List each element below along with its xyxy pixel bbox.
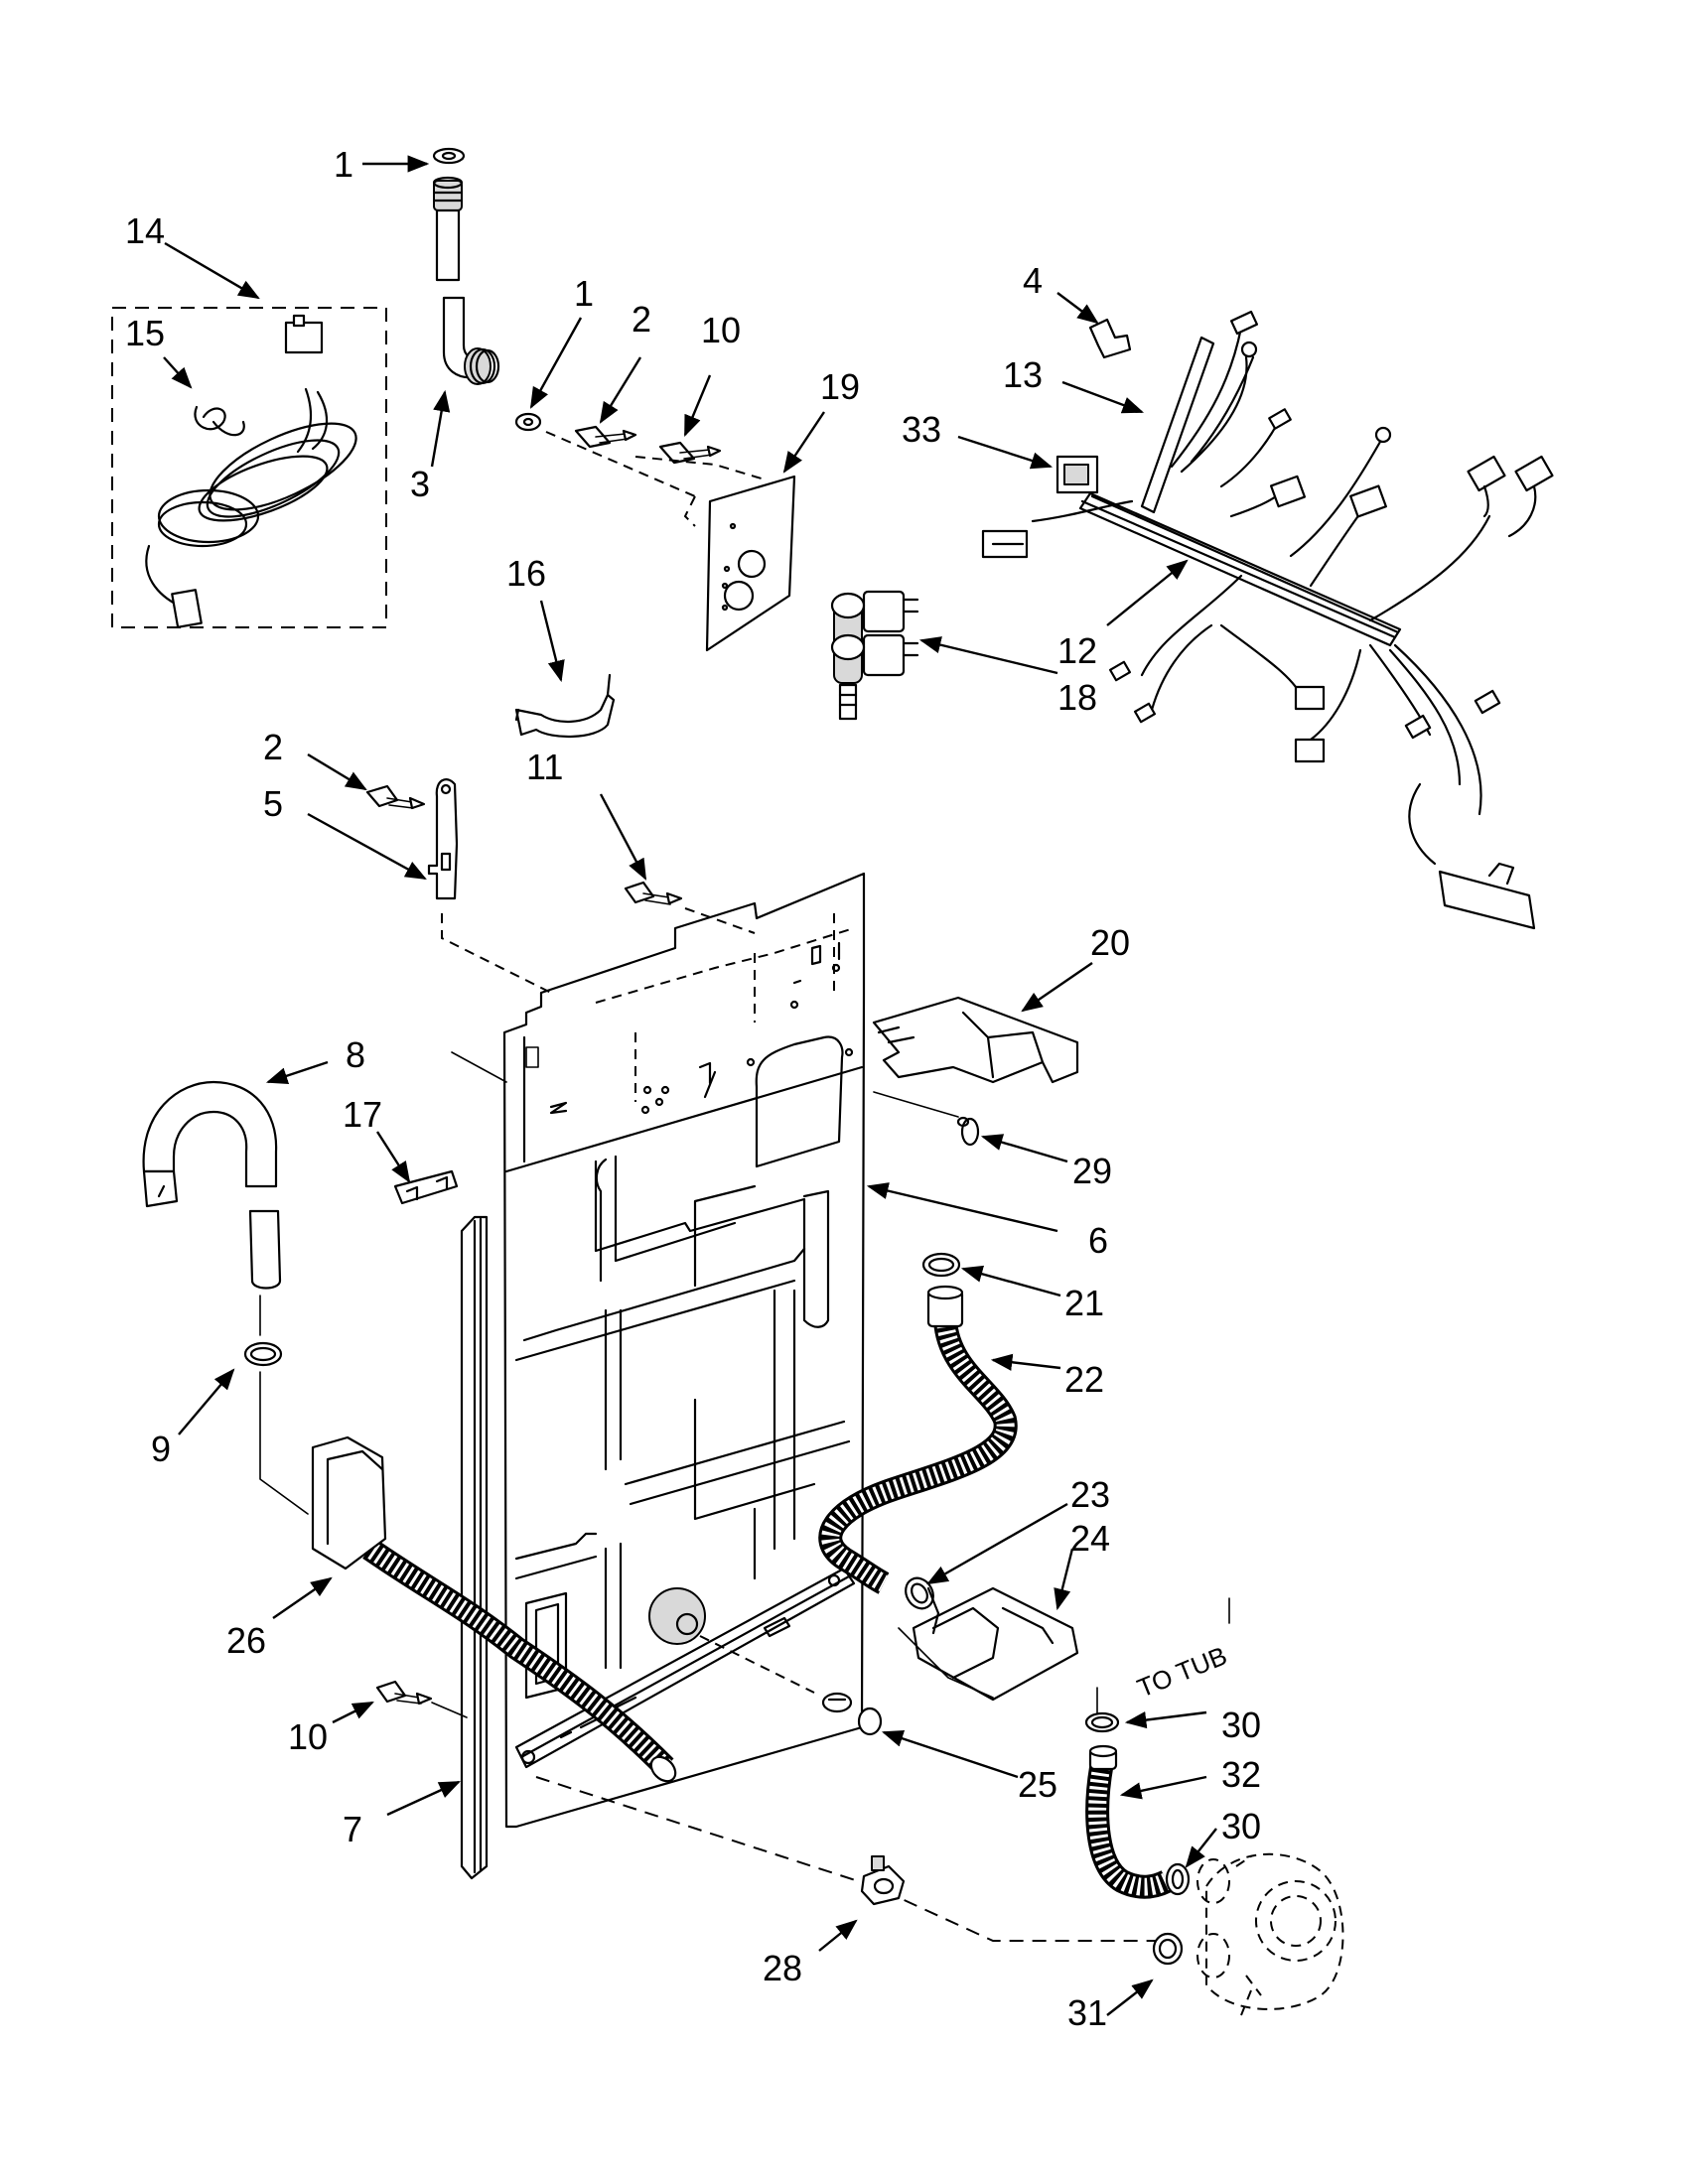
callout-arrows bbox=[163, 155, 1217, 2016]
callout-13: 13 bbox=[1003, 354, 1043, 395]
callout-25: 25 bbox=[1018, 1764, 1057, 1805]
callout-4: 4 bbox=[1023, 260, 1043, 301]
callout-20: 20 bbox=[1090, 922, 1130, 963]
hose-32 bbox=[1085, 1744, 1173, 1899]
bracket-19 bbox=[705, 475, 796, 652]
callout-10-top: 10 bbox=[701, 310, 741, 350]
callout-labels: 1 14 15 3 1 2 10 19 16 18 4 13 33 12 11 … bbox=[125, 144, 1261, 2033]
screw-2-left bbox=[365, 784, 426, 810]
bracket-5 bbox=[427, 778, 552, 994]
power-cord-kit bbox=[111, 307, 387, 628]
callout-8: 8 bbox=[346, 1034, 365, 1075]
callout-16: 16 bbox=[506, 553, 546, 594]
callout-2-top: 2 bbox=[632, 299, 651, 340]
pump-knob bbox=[648, 1587, 815, 1694]
pump-housing bbox=[1196, 1852, 1344, 2016]
callout-24: 24 bbox=[1070, 1518, 1110, 1559]
callout-29: 29 bbox=[1072, 1151, 1112, 1191]
callout-6: 6 bbox=[1088, 1220, 1108, 1261]
screw-11 bbox=[624, 881, 756, 934]
callout-15: 15 bbox=[125, 313, 165, 353]
clamp-23 bbox=[905, 1576, 934, 1610]
callout-2-left: 2 bbox=[263, 727, 283, 767]
channel-7 bbox=[460, 1215, 489, 1880]
clamp-29 bbox=[873, 1091, 980, 1147]
callout-19: 19 bbox=[820, 366, 860, 407]
callout-31: 31 bbox=[1067, 1992, 1107, 2033]
callout-30-top: 30 bbox=[1221, 1705, 1261, 1745]
bracket-24 bbox=[912, 1586, 1079, 1702]
bracket-20 bbox=[872, 996, 1079, 1084]
clamp-31 bbox=[1152, 1932, 1184, 1966]
callout-1: 1 bbox=[574, 273, 594, 314]
callout-32: 32 bbox=[1221, 1754, 1261, 1795]
bracket-16 bbox=[514, 673, 616, 738]
clip-17 bbox=[393, 1169, 459, 1205]
callout-26: 26 bbox=[226, 1620, 266, 1661]
drain-hose-26 bbox=[311, 1435, 677, 1783]
callout-22: 22 bbox=[1064, 1359, 1104, 1400]
screw-10-bottom bbox=[375, 1680, 468, 1718]
callout-5: 5 bbox=[263, 783, 283, 824]
callout-21: 21 bbox=[1064, 1283, 1104, 1323]
clamp-28 bbox=[860, 1855, 906, 1906]
callout-7: 7 bbox=[343, 1809, 362, 1849]
clamp-21 bbox=[921, 1252, 961, 1278]
callout-17: 17 bbox=[343, 1094, 382, 1135]
callout-11: 11 bbox=[526, 747, 563, 787]
callout-18: 18 bbox=[1057, 677, 1097, 718]
hose-8 bbox=[142, 1080, 309, 1515]
screw-2-top bbox=[574, 425, 637, 449]
callout-9: 9 bbox=[151, 1429, 171, 1469]
rear-panel-6 bbox=[502, 872, 866, 1829]
callout-28: 28 bbox=[763, 1948, 802, 1988]
wire-harness-12 bbox=[981, 310, 1554, 930]
callout-12: 12 bbox=[1057, 630, 1097, 671]
to-tub-annotation: TO TUB bbox=[1133, 1640, 1231, 1703]
inlet-hose-assembly bbox=[432, 147, 696, 527]
callout-30-bottom: 30 bbox=[1221, 1806, 1261, 1846]
screw-10-top bbox=[658, 441, 722, 465]
callout-14: 14 bbox=[125, 210, 165, 251]
hose-22 bbox=[818, 1285, 1018, 1594]
clamp-30-bottom bbox=[1165, 1862, 1191, 1896]
plug-25 bbox=[821, 1692, 883, 1736]
clamp-30-top bbox=[1084, 1687, 1120, 1733]
callout-33: 33 bbox=[902, 409, 941, 450]
callout-10-bottom: 10 bbox=[288, 1716, 328, 1757]
callout-23: 23 bbox=[1070, 1474, 1110, 1515]
callout-3: 3 bbox=[410, 464, 430, 504]
water-valve-18 bbox=[830, 590, 919, 721]
callout-1-top: 1 bbox=[334, 144, 353, 185]
